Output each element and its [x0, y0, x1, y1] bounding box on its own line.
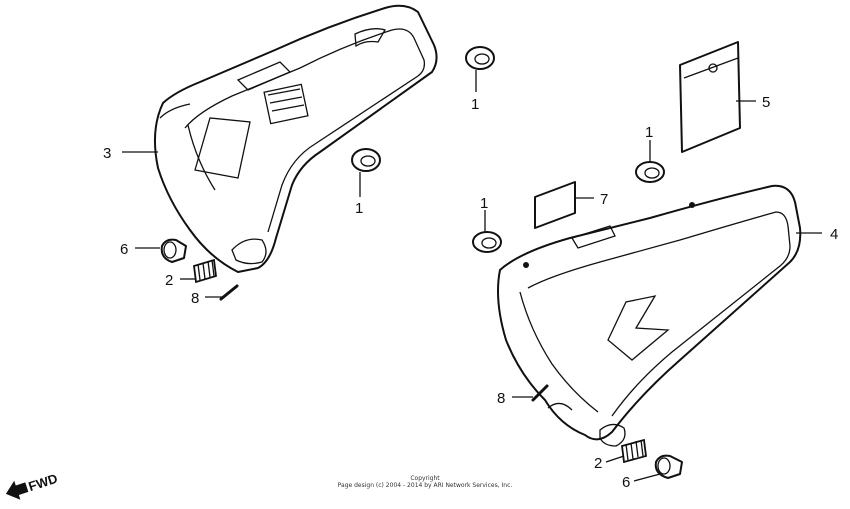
callout-6-screw-left: 6	[120, 241, 128, 258]
callout-3-left-cover: 3	[103, 145, 111, 162]
callout-1-grommet-b: 1	[355, 200, 363, 217]
callout-6-screw-right: 6	[622, 474, 630, 491]
callout-5-label-plate: 5	[762, 94, 770, 111]
callout-1-grommet-c: 1	[645, 124, 653, 141]
side-cover-right	[497, 184, 802, 447]
grommet-c	[635, 161, 665, 183]
fwd-indicator: FWD	[5, 471, 60, 500]
sticker	[534, 181, 576, 229]
arrow-left-icon	[5, 480, 29, 500]
pin-right	[531, 384, 549, 402]
copyright-notice: Page design (c) 2004 - 2014 by ARI Netwo…	[338, 482, 513, 489]
grommet-a	[465, 46, 495, 70]
leader-lines	[122, 70, 822, 482]
callout-4-right-cover: 4	[830, 226, 838, 243]
callout-2-spring-left: 2	[165, 272, 173, 289]
label-plate	[679, 41, 741, 153]
screw-right	[654, 454, 683, 479]
spring-right	[621, 438, 647, 464]
callout-7-sticker: 7	[600, 191, 608, 208]
grommet-d	[472, 231, 502, 253]
grommet-b	[351, 148, 381, 172]
callout-1-grommet-a: 1	[471, 96, 479, 113]
callout-2-spring-right: 2	[594, 455, 602, 472]
side-cover-left	[154, 4, 438, 273]
callout-8-pin-left: 8	[191, 290, 199, 307]
fwd-label: FWD	[27, 471, 60, 494]
copyright-title: Copyright	[410, 475, 440, 482]
spring-left	[193, 258, 217, 284]
callout-1-grommet-d: 1	[480, 195, 488, 212]
pin-left	[219, 284, 239, 301]
screw-left	[160, 238, 187, 263]
callout-8-pin-right: 8	[497, 390, 505, 407]
